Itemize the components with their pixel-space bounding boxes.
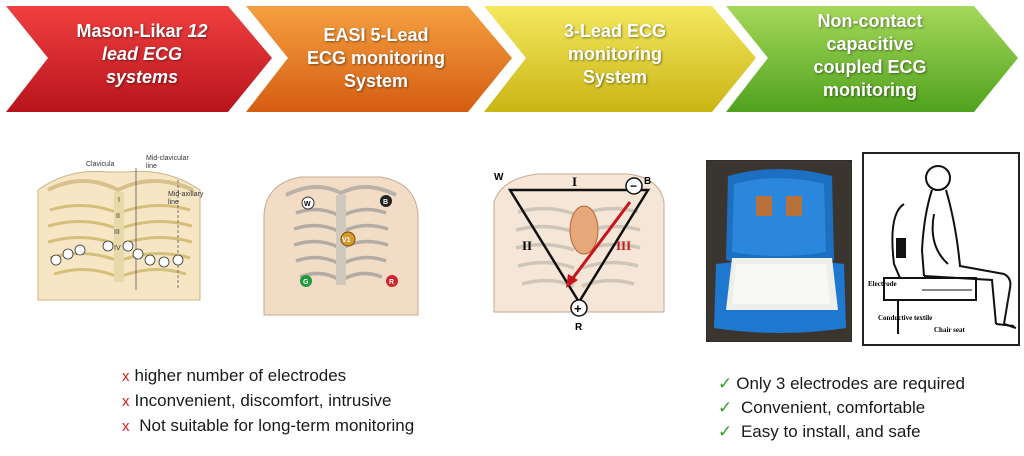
rib-label-4: IV: [114, 245, 121, 252]
lead-minus-sign: −: [630, 179, 637, 193]
step-4-label: Non-contact capacitive coupled ECG monit…: [813, 11, 927, 100]
lead-i: I: [572, 174, 577, 189]
easi-w: W: [304, 201, 311, 208]
rib-label-1: I: [118, 197, 120, 204]
rib-label-3: III: [114, 229, 120, 236]
midclavicular-label-2: line: [146, 163, 157, 170]
arrow-step-4: [726, 6, 1018, 112]
easi-b: B: [383, 199, 388, 206]
step-3-label: 3-Lead ECG monitoring System: [563, 21, 667, 87]
drawback-item: x Not suitable for long-term monitoring: [122, 416, 415, 435]
check-icon: ✓: [718, 398, 733, 417]
lead-w: W: [494, 172, 504, 183]
arrow-step-3: [484, 6, 756, 112]
midclavicular-label-1: Mid-clavicular: [146, 155, 189, 162]
lead-iii: III: [616, 238, 631, 253]
cross-icon: x: [122, 368, 130, 385]
clavicula-label: Clavicula: [86, 161, 115, 168]
electrode-label: Electrode: [868, 280, 897, 288]
midaxillary-label-2: line: [168, 199, 179, 206]
lead-plus-sign: +: [574, 301, 582, 316]
advantage-item: ✓ Convenient, comfortable: [718, 398, 926, 417]
lead-ii: II: [522, 238, 532, 253]
lead-b: B: [644, 176, 651, 187]
lead-r: R: [575, 322, 583, 333]
chair-photo: [706, 160, 852, 342]
step-1-label: Mason-Likar 12 lead ECG systems: [76, 21, 208, 87]
seated-person-schematic: Electrode Conductive textile Chair seat: [862, 152, 1020, 346]
chair-seat-label: Chair seat: [934, 326, 965, 334]
mason-likar-chest-illustration: Clavicula Mid-clavicular line Mid-axilla…: [37, 155, 204, 301]
seated-person-drawing: Electrode Conductive textile Chair seat: [868, 165, 1017, 334]
conductive-textile-label: Conductive textile: [878, 314, 932, 322]
easi-r: R: [389, 279, 394, 286]
advantages-list: ✓Only 3 electrodes are required ✓ Conven…: [718, 372, 965, 444]
arrow-step-2: [246, 6, 512, 112]
rib-label-2: II: [116, 213, 120, 220]
check-icon: ✓: [718, 422, 733, 441]
cross-icon: x: [122, 418, 130, 435]
easi-g: G: [303, 279, 309, 286]
cross-icon: x: [122, 393, 130, 410]
step-2-label: EASI 5-Lead ECG monitoring System: [307, 25, 445, 91]
easi-v1: V1: [342, 237, 351, 244]
einthoven-triangle-illustration: − + W B R I II III: [493, 172, 665, 333]
check-icon: ✓: [718, 374, 733, 393]
midaxillary-label-1: Mid-axillary: [168, 191, 204, 198]
process-arrows: [6, 6, 1018, 112]
advantage-item: ✓Only 3 electrodes are required: [718, 374, 965, 393]
arrow-step-1: [6, 6, 272, 112]
advantage-item: ✓ Easy to install, and safe: [718, 422, 921, 441]
easi-chest-illustration: W B V1 G R: [263, 176, 419, 316]
